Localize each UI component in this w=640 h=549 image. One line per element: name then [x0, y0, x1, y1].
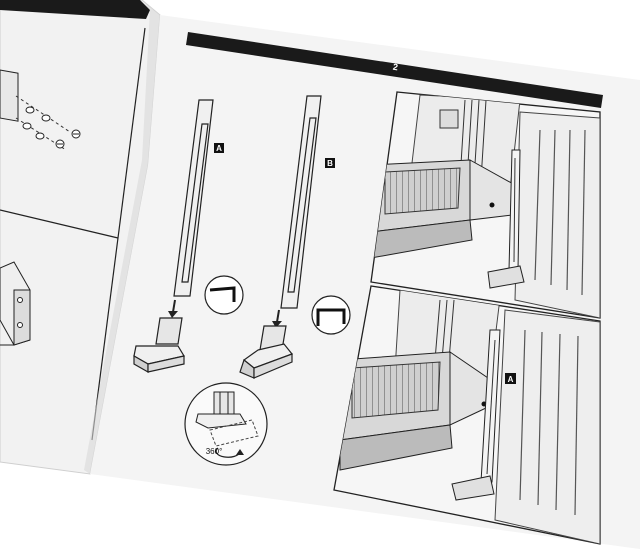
foot-a: [133, 317, 185, 374]
washer-icon: [25, 106, 35, 114]
bracket-b: B: [239, 95, 351, 379]
bracket-a-label-box: [214, 143, 224, 153]
photo-bracket-label-box: [505, 373, 516, 384]
right-page: 2 A: [90, 15, 640, 549]
screw-assembly: [0, 69, 81, 151]
bracket-b-label: B: [327, 159, 333, 168]
install-photo-top: [370, 91, 601, 319]
bracket-profile-icon: [311, 295, 351, 335]
down-arrow-icon: [168, 299, 178, 318]
down-arrow-icon: [272, 309, 282, 328]
washer-icon: [35, 132, 45, 140]
bracket-profile-icon: [204, 275, 244, 315]
bracket-drawing-left: [0, 261, 31, 346]
left-header-band: [0, 0, 150, 19]
foot-b: [239, 325, 293, 379]
bracket-b-label-box: [325, 158, 335, 168]
left-panel-divider: [0, 209, 119, 239]
screw-icon: [55, 139, 65, 149]
screw-icon: [71, 129, 81, 139]
rotate-360-icon: [215, 447, 244, 458]
rotation-detail: 360°: [184, 382, 268, 466]
photo-bracket-label: A: [508, 375, 514, 384]
install-photo-bottom: A: [333, 285, 601, 545]
bracket-a: A: [133, 99, 244, 374]
washer-icon: [22, 122, 32, 130]
washer-icon: [41, 114, 51, 122]
bracket-a-label: A: [216, 144, 222, 153]
page-fold: [84, 0, 160, 474]
rotation-label: 360°: [206, 447, 223, 456]
page-header-band: [186, 32, 603, 108]
page-number: 2: [392, 62, 398, 73]
